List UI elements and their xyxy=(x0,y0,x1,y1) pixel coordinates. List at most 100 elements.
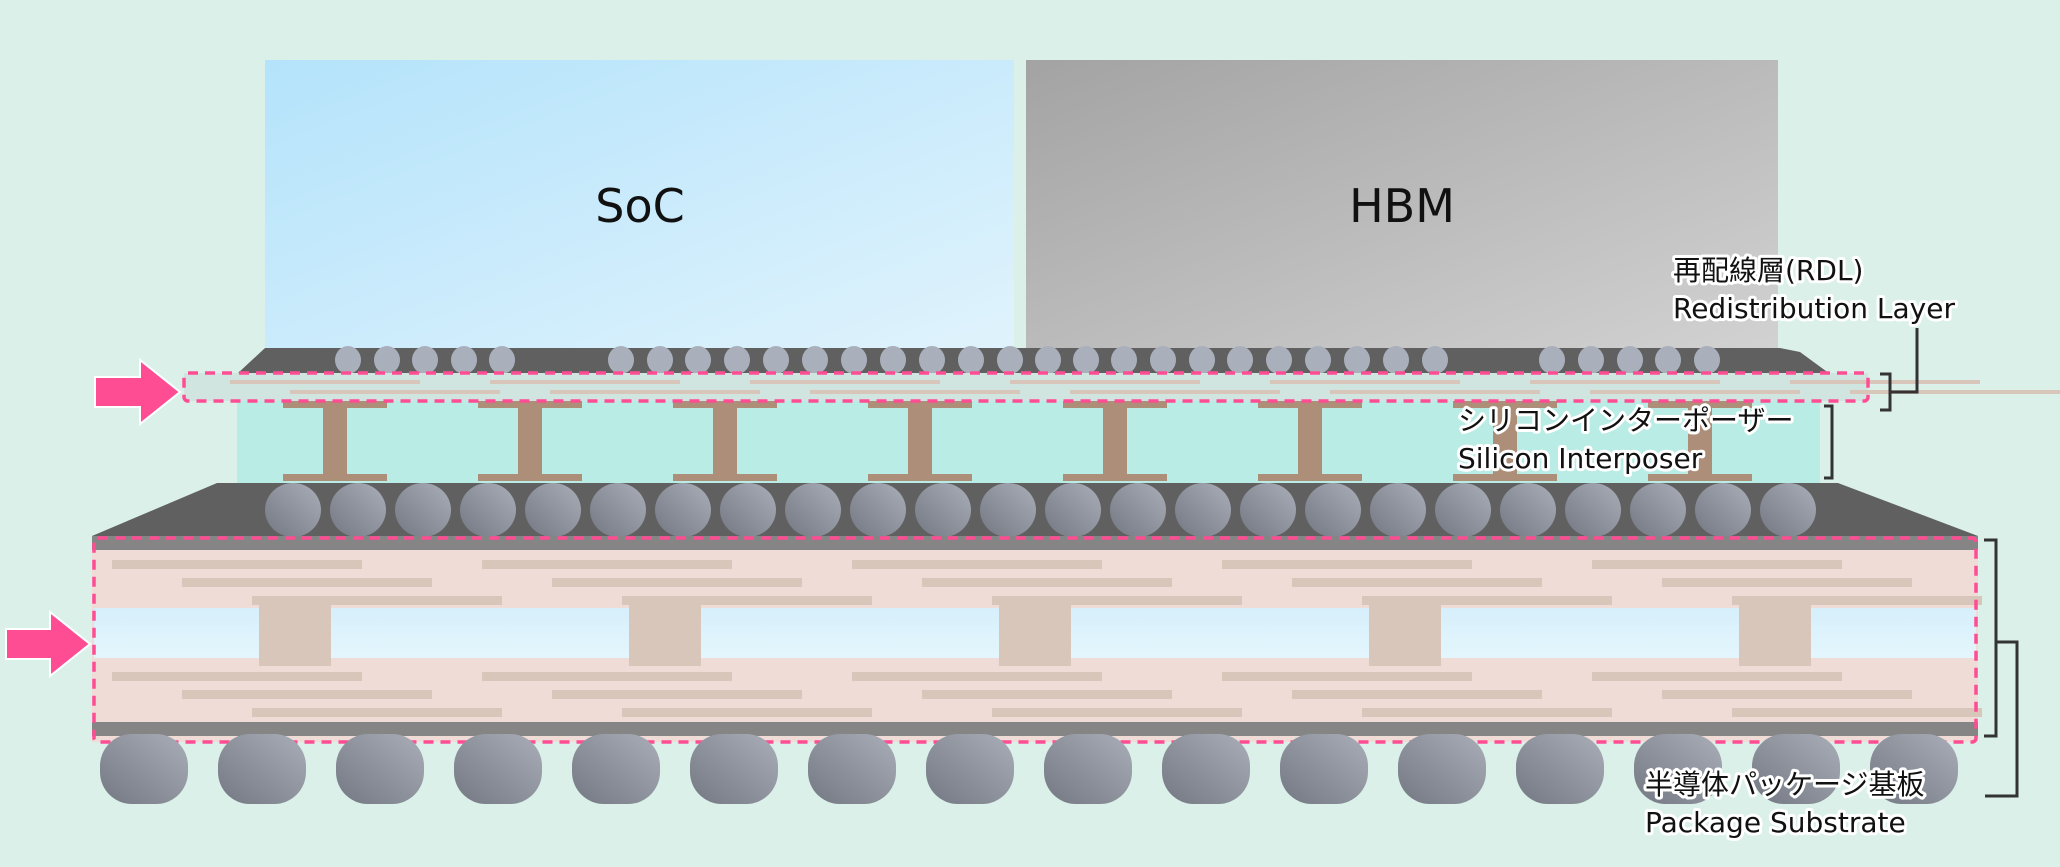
substrate-highlight-box xyxy=(92,536,1978,744)
soc-die xyxy=(265,60,1014,350)
rdl-trace xyxy=(1850,390,2060,394)
substrate-trace xyxy=(1592,560,1842,569)
c4-bump xyxy=(460,483,516,537)
bga-ball xyxy=(926,734,1014,804)
c4-bump xyxy=(1370,483,1426,537)
c4-bump xyxy=(525,483,581,537)
interposer-label-en: Silicon Interposer xyxy=(1458,442,1703,475)
microbump xyxy=(335,346,361,374)
microbump xyxy=(1227,346,1253,374)
substrate-trace xyxy=(252,708,502,717)
substrate-trace xyxy=(922,578,1172,587)
core-via xyxy=(999,600,1071,666)
microbump xyxy=(489,346,515,374)
bga-ball xyxy=(1044,734,1132,804)
core-via xyxy=(1739,600,1811,666)
rdl-trace xyxy=(1010,380,1200,384)
bga-ball xyxy=(1752,734,1840,804)
substrate-trace xyxy=(1292,578,1542,587)
c4-bump xyxy=(1630,483,1686,537)
substrate-trace xyxy=(182,578,432,587)
bga-ball xyxy=(1870,734,1958,804)
c4-bump xyxy=(655,483,711,537)
substrate-trace xyxy=(992,596,1242,605)
substrate-trace xyxy=(1222,560,1472,569)
c4-bump xyxy=(1695,483,1751,537)
substrate-trace xyxy=(112,560,362,569)
microbump xyxy=(1617,346,1643,374)
core-via xyxy=(259,600,331,666)
tsv-bottom-pad xyxy=(1258,474,1362,481)
c4-bumps xyxy=(265,483,1816,537)
substrate-trace xyxy=(112,672,362,681)
microbump xyxy=(647,346,673,374)
c4-bump xyxy=(785,483,841,537)
tsv-top-pad xyxy=(283,401,387,408)
substrate-trace xyxy=(182,690,432,699)
tsv-top-pad xyxy=(478,401,582,408)
substrate-trace xyxy=(1662,690,1912,699)
microbump xyxy=(1578,346,1604,374)
c4-bump xyxy=(980,483,1036,537)
substrate-trace xyxy=(992,708,1242,717)
bga-ball xyxy=(1634,734,1722,804)
substrate-trace xyxy=(852,560,1102,569)
substrate-trace xyxy=(1662,578,1912,587)
substrate-trace xyxy=(1362,708,1612,717)
tsv-bottom-pad xyxy=(868,474,972,481)
substrate-trace xyxy=(482,560,732,569)
rdl-bracket xyxy=(1880,328,1919,412)
silicon-interposer xyxy=(237,401,1820,483)
c4-bump xyxy=(590,483,646,537)
rdl-trace xyxy=(550,390,760,394)
microbump xyxy=(763,346,789,374)
hbm-die xyxy=(1026,60,1778,350)
tsv xyxy=(713,405,737,477)
microbump xyxy=(1305,346,1331,374)
rdl-trace xyxy=(1590,390,1800,394)
substrate-trace xyxy=(1592,672,1842,681)
microbump xyxy=(958,346,984,374)
microbump xyxy=(1694,346,1720,374)
substrate-trace xyxy=(922,690,1172,699)
c4-bump xyxy=(265,483,321,537)
microbump xyxy=(1189,346,1215,374)
c4-bump xyxy=(1175,483,1231,537)
c4-bump xyxy=(1240,483,1296,537)
microbump xyxy=(1035,346,1061,374)
tsv-bottom-pad xyxy=(283,474,387,481)
microbump xyxy=(841,346,867,374)
bga-ball xyxy=(1398,734,1486,804)
substrate-trace xyxy=(552,578,802,587)
tsv-bottom-pad xyxy=(478,474,582,481)
substrate-trace xyxy=(1362,596,1612,605)
c4-bump xyxy=(1500,483,1556,537)
microbump xyxy=(919,346,945,374)
tsv-bottom-pad xyxy=(673,474,777,481)
substrate-label-jp: 半導体パッケージ基板 xyxy=(1645,768,1924,801)
microbump xyxy=(1383,346,1409,374)
tsv-bottom-pad xyxy=(1648,474,1752,481)
rdl-trace xyxy=(750,380,940,384)
bga-ball xyxy=(1280,734,1368,804)
substrate-trace xyxy=(482,672,732,681)
substrate-trace xyxy=(1292,690,1542,699)
microbump xyxy=(1073,346,1099,374)
rdl-layer xyxy=(184,373,1868,401)
rdl-label-en: Redistribution Layer xyxy=(1673,292,1955,325)
bga-ball xyxy=(808,734,896,804)
soc-label: SoC xyxy=(595,179,684,233)
rdl-trace xyxy=(810,390,1020,394)
bga-ball xyxy=(690,734,778,804)
rdl-label-jp: 再配線層(RDL) xyxy=(1673,254,1863,287)
c4-bump xyxy=(850,483,906,537)
substrate-trace xyxy=(552,690,802,699)
interposer-label-jp: シリコンインターポーザー xyxy=(1458,404,1793,437)
rdl-traces xyxy=(230,380,2060,394)
rdl-trace xyxy=(1330,390,1540,394)
microbump xyxy=(802,346,828,374)
substrate-core xyxy=(94,600,1976,666)
rdl-trace xyxy=(290,390,500,394)
core-via xyxy=(1369,600,1441,666)
